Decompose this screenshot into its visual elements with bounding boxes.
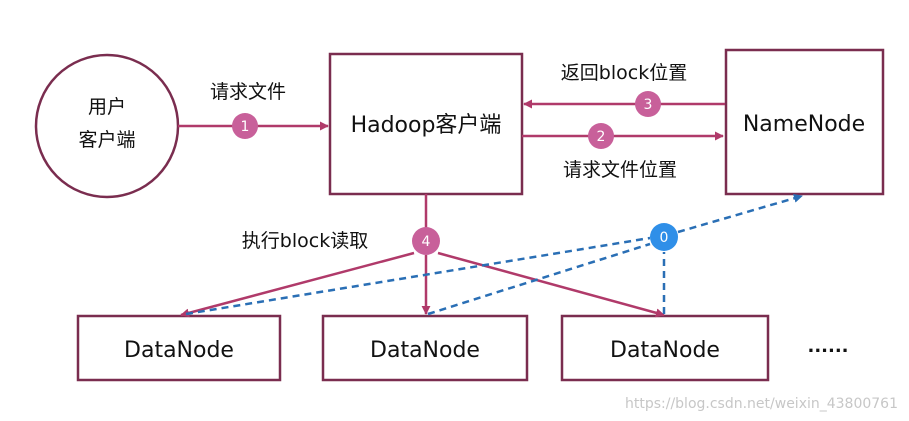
step-2-number: 2 [597, 129, 606, 145]
step-0-line-datanode-1 [185, 236, 651, 316]
hadoop-client-node: Hadoop客户端 [328, 52, 524, 196]
step-2-label: 请求文件位置 [563, 159, 677, 181]
step-4-label: 执行block读取 [242, 230, 368, 252]
user-client-node: 用户 客户端 [34, 53, 180, 199]
step-4-badge [412, 227, 440, 255]
step-2-request-file-location: 请求文件位置 2 [522, 123, 724, 181]
watermark-text: https://blog.csdn.net/weixin_43800761 [625, 396, 898, 412]
datanode-1: DataNode [76, 314, 282, 382]
step-3-badge [635, 91, 661, 117]
step-3-number: 3 [644, 97, 653, 113]
step-1-request-file: 请求文件 1 [178, 81, 329, 139]
more-datanodes-ellipsis: ...... [807, 336, 848, 357]
step-4-arrow-datanode-1 [180, 251, 415, 318]
step-0-arrow-namenode [677, 193, 803, 234]
step-0-badge [650, 223, 678, 251]
step-4-number: 4 [422, 234, 431, 250]
step-3-label: 返回block位置 [561, 62, 687, 84]
namenode-node: NameNode [724, 48, 885, 196]
user-client-label-line1: 用户 [88, 96, 126, 118]
step-1-number: 1 [241, 119, 250, 135]
hadoop-client-label: Hadoop客户端 [351, 113, 502, 138]
step-2-badge [588, 123, 614, 149]
datanode-3-label: DataNode [610, 338, 720, 363]
step-1-badge [232, 113, 258, 139]
datanode-3: DataNode [560, 314, 770, 382]
namenode-label: NameNode [743, 112, 865, 137]
step-0-line-datanode-2 [427, 242, 651, 316]
datanode-2-label: DataNode [370, 338, 480, 363]
step-1-label: 请求文件 [210, 81, 286, 103]
step-4-arrow-datanode-3 [437, 251, 665, 318]
datanode-2: DataNode [321, 314, 529, 382]
datanode-1-label: DataNode [124, 338, 234, 363]
step-0-number: 0 [660, 230, 669, 246]
step-4-read-block: 执行block读取 4 [180, 194, 665, 318]
step-3-return-block-location: 返回block位置 3 [523, 62, 725, 117]
user-client-label-line2: 客户端 [78, 129, 135, 151]
step-0-datanode-report: 0 [185, 193, 803, 316]
